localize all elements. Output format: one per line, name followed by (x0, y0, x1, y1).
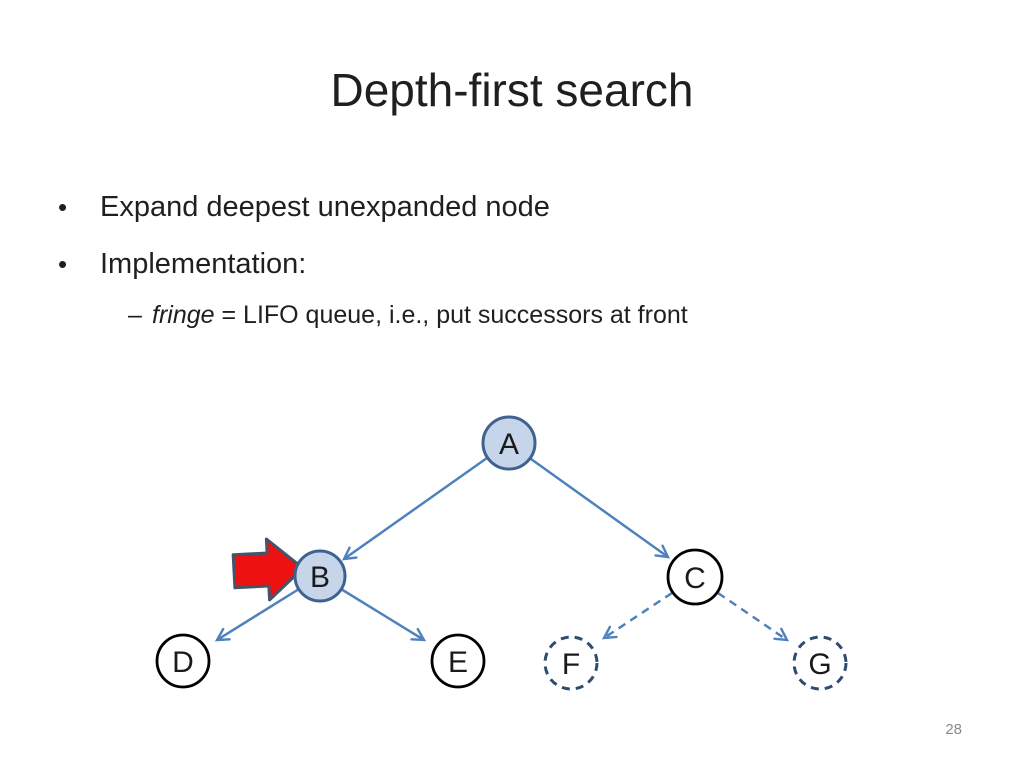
bullet-item-1-text: Expand deepest unexpanded node (100, 191, 550, 223)
node-b-label: B (310, 561, 330, 594)
edge-b-e (340, 587, 427, 642)
bullet-item-2-text: Implementation: (100, 248, 307, 280)
node-g-label: G (808, 648, 831, 681)
bullet-item-2: • Implementation: (58, 246, 306, 282)
edge-c-f-dashed (601, 591, 673, 640)
sub-bullet-text: fringe = LIFO queue, i.e., put successor… (152, 299, 688, 332)
edge-a-b (341, 456, 488, 561)
node-a-circle (481, 415, 537, 471)
edge-b-d (214, 587, 300, 642)
fringe-term: fringe (152, 301, 215, 329)
edge-a-c (530, 457, 671, 559)
node-f-circle (543, 635, 599, 691)
node-a-label: A (499, 428, 519, 461)
node-c-circle (666, 548, 724, 606)
node-c-label: C (684, 562, 706, 595)
red-pointer-arrow-icon (231, 537, 305, 602)
bullet-glyph: • (58, 192, 68, 222)
node-e-label: E (448, 646, 468, 679)
page-number: 28 (945, 721, 962, 738)
node-g-circle (792, 635, 848, 691)
bullet-glyph: • (58, 249, 68, 279)
sub-bullet-item: – fringe = LIFO queue, i.e., put success… (128, 299, 688, 332)
node-e-circle (430, 633, 486, 689)
sub-bullet-rest: = LIFO queue, i.e., put successors at fr… (214, 301, 688, 329)
bullet-item-1: • Expand deepest unexpanded node (58, 189, 550, 225)
node-b-circle (293, 549, 347, 603)
node-f-label: F (562, 648, 580, 681)
slide-title: Depth-first search (330, 64, 694, 116)
node-d-circle (155, 633, 211, 689)
sub-bullet-dash: – (128, 301, 142, 329)
edge-c-g-dashed (717, 591, 790, 642)
node-d-label: D (172, 646, 194, 679)
